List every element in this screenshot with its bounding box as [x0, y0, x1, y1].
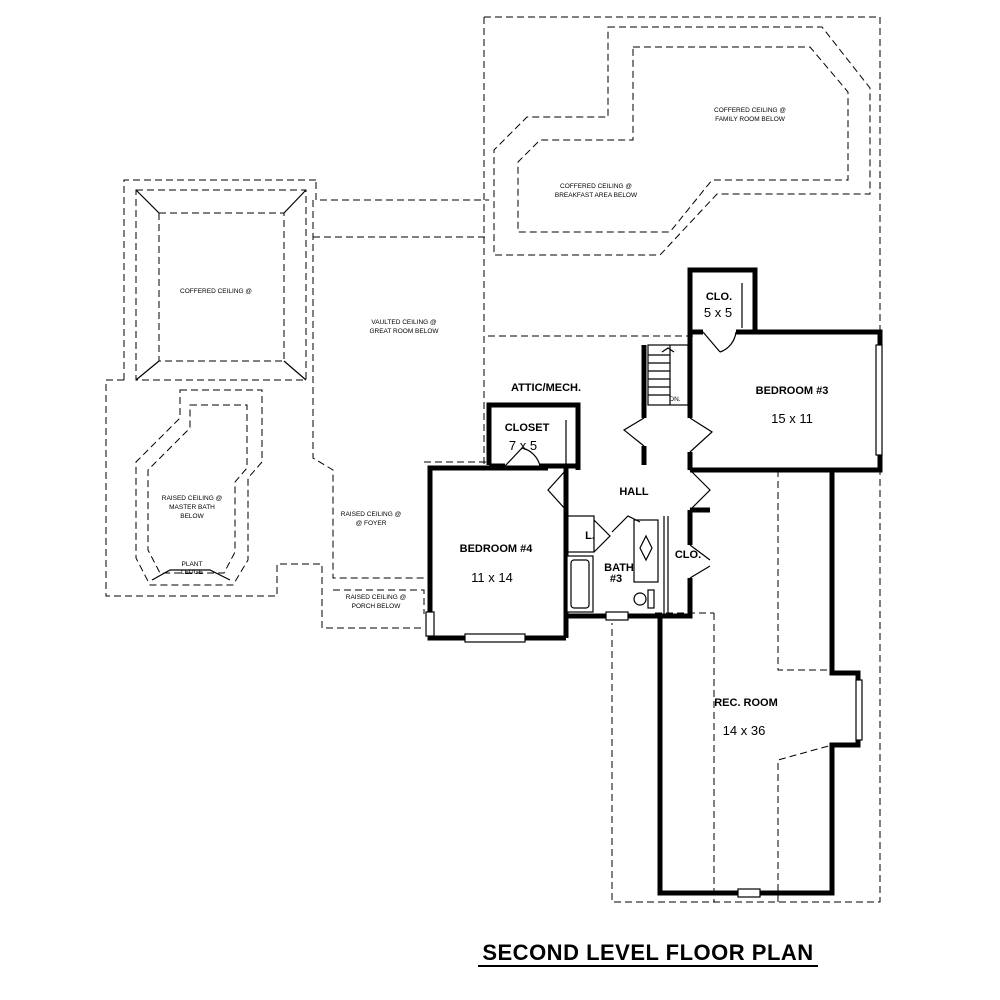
bath3-line2: #3 — [610, 573, 622, 585]
linen-closet — [565, 515, 595, 553]
toilet-icon — [633, 592, 647, 606]
master-bath-ceiling-inner — [147, 404, 248, 574]
bedroom3-size: 15 x 11 — [771, 411, 813, 426]
coffer-diag-1 — [135, 189, 160, 214]
note-great-room-1: VAULTED CEILING @ — [371, 319, 437, 326]
wall-bath-bottom-2 — [628, 578, 693, 619]
note-master-bath-2: MASTER BATH — [169, 504, 215, 511]
note-foyer-2: @ FOYER — [356, 520, 387, 527]
coffered-outer — [123, 179, 316, 380]
hall-name: HALL — [619, 486, 649, 498]
window-rec-room — [737, 888, 761, 898]
stair-arrow — [661, 347, 675, 353]
wall-rec-room — [657, 616, 738, 896]
master-bath-outline — [105, 379, 424, 629]
door-hall-left — [547, 469, 567, 511]
walls — [427, 267, 883, 896]
stair-treads — [648, 345, 671, 405]
dashed-outlines — [105, 16, 881, 903]
note-family-room-2: FAMILY ROOM BELOW — [715, 116, 786, 123]
rec-room-size: 14 x 36 — [723, 723, 766, 738]
coffer-diag-3 — [135, 360, 160, 381]
stair-label: DN. — [669, 396, 680, 403]
outline-east-block — [484, 16, 881, 903]
bedroom4-size: 11 x 14 — [471, 570, 513, 585]
note-plant-ledge-2: LEDGE — [181, 569, 204, 576]
great-room-outline-2 — [312, 200, 424, 579]
note-breakfast-2: BREAKFAST AREA BELOW — [555, 192, 638, 199]
door-clo-top — [702, 331, 737, 353]
bath-vanity — [633, 519, 659, 583]
clo-top-size: 5 x 5 — [704, 305, 732, 320]
plant-ledge — [151, 569, 231, 581]
clo-side-name: CLO. — [675, 549, 701, 561]
linen-name: L. — [585, 530, 595, 542]
clo-top-name: CLO. — [706, 291, 732, 303]
coffer-diag-2 — [283, 189, 307, 214]
porch-outline — [333, 589, 425, 614]
master-bath-ceiling — [135, 389, 263, 586]
coffered-square-inner — [158, 212, 285, 362]
toilet-tank-icon — [647, 589, 655, 609]
rec-room-name: REC. ROOM — [714, 697, 778, 709]
note-master-bath-1: RAISED CEILING @ — [162, 495, 223, 502]
ceiling-notes: COFFERED CEILING @ FAMILY ROOM BELOW COF… — [162, 107, 787, 610]
door-hall-right — [689, 469, 711, 511]
note-foyer-1: RAISED CEILING @ — [341, 511, 402, 518]
bedroom3-name: BEDROOM #3 — [756, 385, 829, 397]
stair — [647, 344, 689, 406]
window-bath — [605, 611, 629, 621]
fixtures — [151, 283, 883, 898]
door-stair-left — [622, 417, 645, 447]
closet-name: CLOSET — [505, 422, 550, 434]
note-breakfast-1: COFFERED CEILING @ — [560, 183, 632, 190]
coffer-diag-4 — [283, 360, 307, 381]
plan-title: SECOND LEVEL FLOOR PLAN — [482, 940, 813, 965]
window-bedroom4 — [464, 633, 526, 643]
wall-closet — [486, 402, 581, 470]
attic-name: ATTIC/MECH. — [511, 382, 581, 394]
coffered-square-outer — [135, 189, 307, 381]
rec-dash-right — [777, 470, 832, 671]
great-room-outline — [315, 182, 489, 201]
bath3-line1: BATH — [604, 562, 634, 574]
note-great-room-2: GREAT ROOM BELOW — [369, 328, 439, 335]
family-room-coffer-outer — [493, 26, 871, 256]
sink-icon — [639, 534, 653, 562]
closet-size: 7 x 5 — [509, 438, 537, 453]
bedroom4-name: BEDROOM #4 — [460, 543, 534, 555]
wall-rec-room-2 — [760, 470, 861, 896]
note-porch-1: RAISED CEILING @ — [346, 594, 407, 601]
window-rec-side — [855, 679, 863, 741]
family-room-coffer-inner — [517, 46, 849, 233]
door-clo-side — [689, 544, 711, 579]
window-bedroom3 — [875, 344, 883, 456]
door-bedroom3 — [689, 417, 713, 453]
door-linen — [593, 519, 611, 553]
door-closet — [504, 447, 541, 467]
note-coffered-1: COFFERED CEILING @ — [180, 288, 252, 295]
door-bath — [611, 515, 641, 533]
room-labels: BEDROOM #3 15 x 11 BEDROOM #4 11 x 14 RE… — [460, 291, 829, 738]
note-family-room-1: COFFERED CEILING @ — [714, 107, 786, 114]
bathtub-inner — [570, 559, 590, 609]
note-master-bath-3: BELOW — [180, 513, 204, 520]
window-bedroom4-left — [425, 611, 435, 637]
note-plant-ledge-1: PLANT — [182, 561, 203, 568]
note-porch-2: PORCH BELOW — [352, 603, 402, 610]
rec-dash-right-2 — [777, 744, 833, 902]
wall-bedroom4 — [427, 465, 548, 641]
